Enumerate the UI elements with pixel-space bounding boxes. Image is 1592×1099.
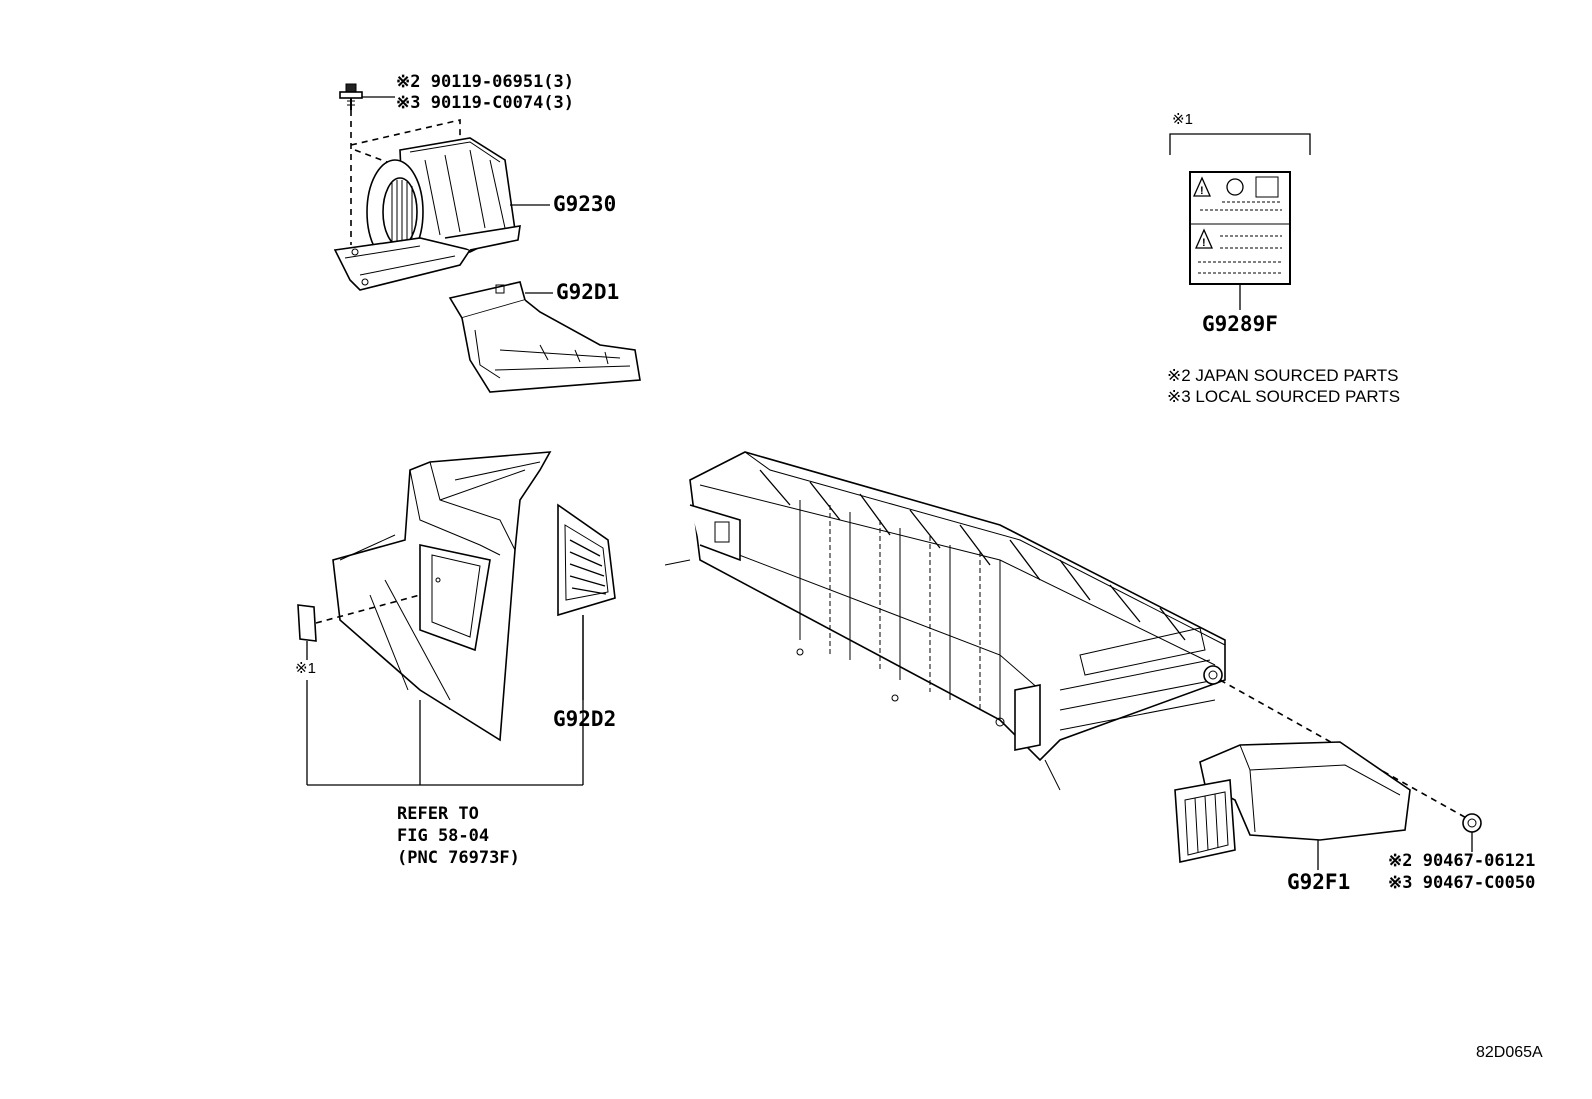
blower-bolt-part-number-local: ※3 90119-C0074(3) — [396, 93, 575, 113]
caution-label-drawing: ! ! — [1169, 133, 1311, 285]
refer-to-line-1: REFER TO — [397, 804, 479, 824]
note-local-sourced: ※3 LOCAL SOURCED PARTS — [1167, 387, 1401, 406]
side-panel-drawing — [332, 451, 552, 742]
upper-duct-drawing — [448, 281, 641, 393]
svg-text:!: ! — [1202, 237, 1206, 249]
small-label-icon — [297, 604, 317, 642]
nut-icon — [1462, 813, 1482, 833]
nut-part-number-local: ※3 90467-C0050 — [1388, 873, 1536, 893]
refer-to-line-3: (PNC 76973F) — [397, 848, 520, 868]
battery-cover-drawing — [1174, 741, 1411, 863]
bolt-icon — [339, 83, 395, 110]
blower-bolt-part-number-jp: ※2 90119-06951(3) — [396, 72, 575, 92]
svg-text:!: ! — [1200, 185, 1204, 197]
battery-cover-part-code: G92F1 — [1287, 870, 1351, 894]
cover-marker: ※1 — [295, 660, 316, 677]
hybrid-battery-drawing — [664, 451, 1226, 791]
nut-part-number-jp: ※2 90467-06121 — [1388, 851, 1536, 871]
label-bracket-mark: ※1 — [1172, 111, 1193, 128]
upper-duct-part-code: G92D1 — [556, 280, 620, 304]
refer-to-line-2: FIG 58-04 — [397, 826, 490, 846]
caution-label-part-code: G9289F — [1202, 312, 1278, 336]
blower-motor-drawing — [333, 137, 521, 291]
side-duct-part-code: G92D2 — [553, 707, 617, 731]
blower-part-code: G9230 — [553, 192, 617, 216]
note-japan-sourced: ※2 JAPAN SOURCED PARTS — [1167, 366, 1399, 385]
drawing-id: 82D065A — [1476, 1044, 1543, 1061]
side-duct-drawing — [557, 503, 616, 617]
